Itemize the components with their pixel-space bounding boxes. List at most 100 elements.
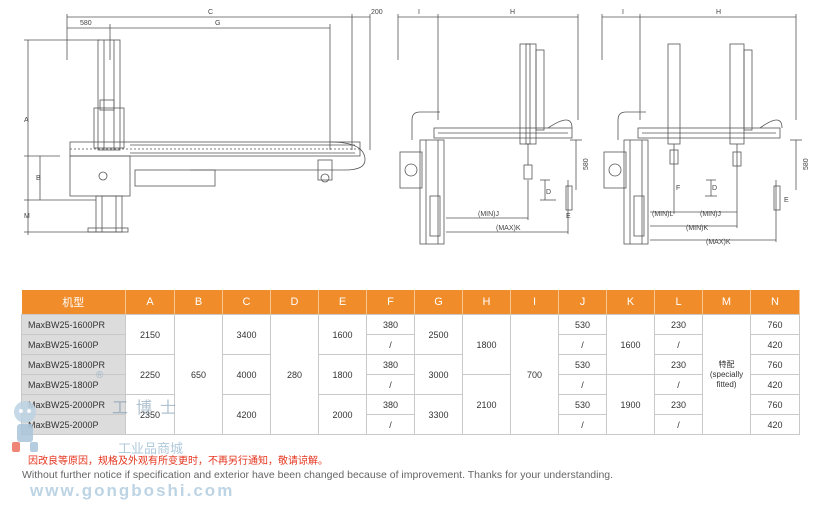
header-model: 机型 bbox=[21, 290, 126, 315]
l-cell: 230 bbox=[654, 394, 703, 415]
spec-table: 机型 A B C D E F G H I J K L M N MaxBW25-1… bbox=[21, 290, 800, 435]
c-cell: 4200 bbox=[222, 394, 271, 435]
a-cell: 2250 bbox=[125, 354, 175, 395]
f-cell: 380 bbox=[366, 314, 415, 335]
a-cell: 2150 bbox=[125, 314, 175, 355]
l-cell: / bbox=[654, 334, 703, 355]
m-cell: 特配 (specially fitted) bbox=[702, 314, 751, 435]
a-cell: 2350 bbox=[125, 394, 175, 435]
f-cell: 380 bbox=[366, 354, 415, 375]
header-m: M bbox=[702, 290, 751, 315]
d-cell: 280 bbox=[270, 314, 319, 435]
j-cell: 530 bbox=[558, 354, 607, 375]
fv2-dim-minl-label: (MIN)L bbox=[652, 211, 673, 218]
header-h: H bbox=[462, 290, 511, 315]
header-j: J bbox=[558, 290, 607, 315]
dim-g-label: G bbox=[215, 20, 220, 27]
fv2-dim-580-label: 580 bbox=[803, 158, 810, 170]
watermark-robot-icon bbox=[12, 401, 38, 452]
watermark-store-name: 工业品商城 bbox=[118, 442, 184, 457]
table-header-row: 机型 A B C D E F G H I J K L M N bbox=[21, 290, 800, 315]
f-cell: 380 bbox=[366, 394, 415, 415]
header-e: E bbox=[318, 290, 367, 315]
c-cell: 3400 bbox=[222, 314, 271, 355]
dim-b-label: B bbox=[36, 175, 41, 182]
front-view-1-drawing bbox=[397, 14, 582, 245]
n-cell: 420 bbox=[750, 334, 800, 355]
fv2-dim-i-label: I bbox=[622, 9, 624, 16]
fv1-dim-h-label: H bbox=[510, 9, 515, 16]
table-row: MaxBW25-2000PR 2350 4200 2000 380 3300 5… bbox=[21, 394, 800, 435]
fv1-dim-maxk-label: (MAX)K bbox=[496, 225, 521, 232]
n-cell: 760 bbox=[750, 354, 800, 375]
header-i: I bbox=[510, 290, 559, 315]
g-cell: 2500 bbox=[414, 314, 463, 355]
header-f: F bbox=[366, 290, 415, 315]
fv1-dim-i-label: I bbox=[418, 9, 420, 16]
c-cell: 4000 bbox=[222, 354, 271, 395]
n-cell: 760 bbox=[750, 314, 800, 335]
watermark-registered: ® bbox=[96, 370, 104, 381]
header-b: B bbox=[174, 290, 223, 315]
table-row: MaxBW25-1600P / / / 420 bbox=[21, 334, 800, 355]
model-cell: MaxBW25-1800P bbox=[21, 374, 126, 395]
header-a: A bbox=[125, 290, 175, 315]
k-cell: 1900 bbox=[606, 374, 655, 435]
header-n: N bbox=[750, 290, 800, 315]
fv2-dim-d-label: D bbox=[712, 185, 717, 192]
fv1-dim-580-label: 580 bbox=[583, 158, 590, 170]
n-cell: 760 bbox=[750, 394, 800, 415]
j-cell: 530 bbox=[558, 314, 607, 335]
dim-c-label: C bbox=[208, 9, 213, 16]
fv2-dim-maxk-label: (MAX)K bbox=[706, 239, 731, 246]
watermark-website: www.gongboshi.com bbox=[30, 481, 235, 500]
dim-200-label: 200 bbox=[371, 9, 383, 16]
dim-m-label: M bbox=[24, 213, 30, 220]
b-cell: 650 bbox=[174, 314, 223, 435]
j-cell: / bbox=[558, 334, 607, 355]
front-view-2-drawing bbox=[601, 14, 802, 245]
header-d: D bbox=[270, 290, 319, 315]
g-cell: 3000 bbox=[414, 354, 463, 395]
f-cell: / bbox=[366, 414, 415, 435]
header-l: L bbox=[654, 290, 703, 315]
fv2-dim-e-label: E bbox=[784, 197, 789, 204]
side-view-drawing bbox=[24, 14, 371, 235]
fv1-dim-e-label: E bbox=[566, 213, 571, 220]
table-row: MaxBW25-1800PR 2250 4000 1800 380 3000 5… bbox=[21, 354, 800, 395]
table-row: MaxBW25-1800P / 2100 / 1900 / 420 bbox=[21, 374, 800, 435]
m-cell-text: 特配 (specially fitted) bbox=[709, 359, 744, 389]
fv2-dim-mink-label: (MIN)K bbox=[686, 225, 708, 232]
f-cell: / bbox=[366, 374, 415, 395]
k-cell: 1600 bbox=[606, 314, 655, 375]
notice-english: Without further notice if specification … bbox=[22, 469, 614, 481]
model-cell: MaxBW25-1800PR bbox=[21, 354, 126, 375]
l-cell: / bbox=[654, 414, 703, 435]
model-cell: MaxBW25-2000P bbox=[21, 414, 126, 435]
j-cell: / bbox=[558, 374, 607, 395]
h-cell: 2100 bbox=[462, 374, 511, 435]
header-g: G bbox=[414, 290, 463, 315]
n-cell: 420 bbox=[750, 414, 800, 435]
i-cell: 700 bbox=[510, 314, 559, 435]
table-row: MaxBW25-2000P / / / 420 bbox=[21, 414, 800, 435]
f-cell: / bbox=[366, 334, 415, 355]
n-cell: 420 bbox=[750, 374, 800, 395]
fv2-dim-minj-label: (MIN)J bbox=[700, 211, 721, 218]
notice-chinese: 因改良等原因，规格及外观有所变更时，不再另行通知，敬请谅解。 bbox=[28, 456, 328, 467]
table-row: MaxBW25-1600PR 2150 650 3400 280 1600 38… bbox=[21, 314, 800, 435]
l-cell: 230 bbox=[654, 354, 703, 375]
header-c: C bbox=[222, 290, 271, 315]
fv1-dim-minj-label: (MIN)J bbox=[478, 211, 499, 218]
dim-580-label: 580 bbox=[80, 20, 92, 27]
g-cell: 3300 bbox=[414, 394, 463, 435]
e-cell: 1600 bbox=[318, 314, 367, 355]
dim-a-label: A bbox=[24, 117, 29, 124]
fv2-dim-f-label: F bbox=[676, 185, 680, 192]
j-cell: 530 bbox=[558, 394, 607, 415]
j-cell: / bbox=[558, 414, 607, 435]
technical-drawings: C 200 580 G A B M I H 580 D E (MIN)J (MA… bbox=[24, 9, 810, 246]
watermark-brand-chars: 工博士 bbox=[112, 398, 185, 417]
e-cell: 1800 bbox=[318, 354, 367, 395]
e-cell: 2000 bbox=[318, 394, 367, 435]
